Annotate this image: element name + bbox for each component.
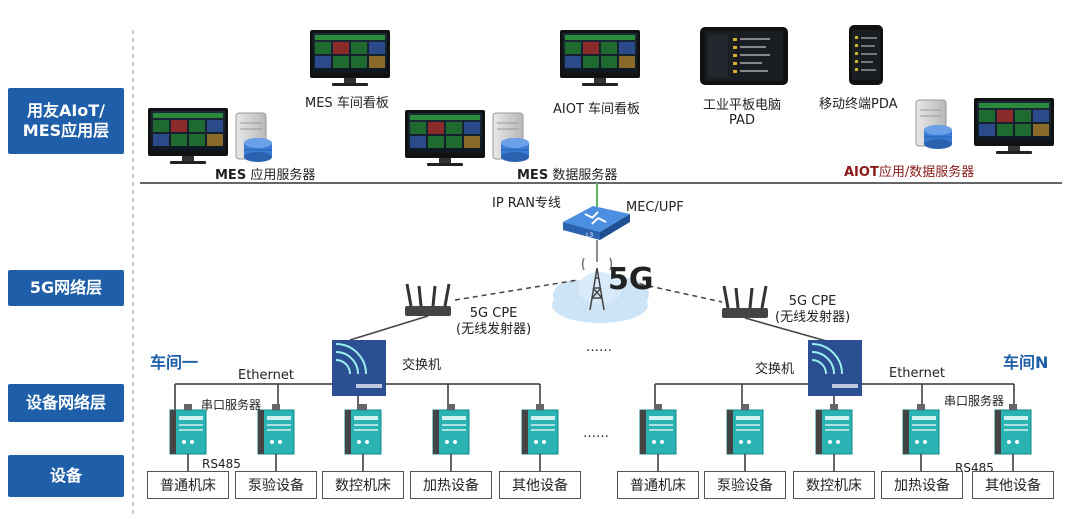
layer-label-device: 设备: [8, 455, 124, 497]
cpe-left-label: 5G CPE(无线发射器): [456, 306, 532, 337]
monitor-icon: [560, 30, 640, 86]
fiveg-label: 5G: [608, 262, 654, 297]
device-box: 数控机床: [322, 471, 404, 499]
mes-data-server-label: MES 数据服务器: [517, 168, 618, 183]
device-box: 加热设备: [410, 471, 492, 499]
server-icon: [235, 112, 273, 163]
serial-server-right-label: 串口服务器: [944, 394, 1005, 408]
mec-label: MEC/UPF: [626, 200, 684, 215]
tablet-icon: [700, 27, 788, 85]
layer-label-app: 用友AIoT/MES应用层: [8, 88, 124, 154]
server-icon: [492, 112, 530, 163]
rs485-left-label: RS485: [202, 457, 241, 471]
monitor-icon: [974, 98, 1054, 154]
pda-label: 移动终端PDA: [819, 97, 898, 112]
serial-server-left-label: 串口服务器: [201, 398, 262, 412]
monitor-icon: [405, 110, 485, 166]
serial-module-icon: [432, 403, 470, 455]
ellipsis-network: ……: [586, 340, 612, 355]
aiot-board-label: AIOT 车间看板: [553, 102, 641, 117]
switch-left-label: 交换机: [402, 358, 442, 373]
aiot-server-label: AIOT应用/数据服务器: [844, 165, 975, 180]
serial-module-icon: [994, 403, 1032, 455]
router-icon: [563, 206, 630, 240]
serial-module-icon: [639, 403, 677, 455]
serial-module-icon: [521, 403, 559, 455]
device-box: 其他设备: [972, 471, 1054, 499]
cpe-icon: [403, 282, 453, 318]
cpe-right-label: 5G CPE(无线发射器): [775, 294, 851, 325]
ethernet-right-label: Ethernet: [889, 366, 945, 381]
serial-module-icon: [726, 403, 764, 455]
serial-module-icon: [257, 403, 295, 455]
device-box: 普通机床: [617, 471, 699, 499]
serial-module-icon: [344, 403, 382, 455]
monitor-icon: [148, 108, 228, 164]
monitor-icon: [310, 30, 390, 86]
device-box: 其他设备: [499, 471, 581, 499]
ip-ran-label: IP RAN专线: [492, 196, 561, 211]
ethernet-left-label: Ethernet: [238, 368, 294, 383]
device-box: 泵验设备: [235, 471, 317, 499]
switch-icon: [331, 339, 387, 397]
device-box: 泵验设备: [704, 471, 786, 499]
layer-label-5g: 5G网络层: [8, 270, 124, 306]
mes-app-server-label: MES 应用服务器: [215, 168, 316, 183]
layer-label-device-network: 设备网络层: [8, 384, 124, 422]
switch-icon: [807, 339, 863, 397]
svg-text:L3: L3: [586, 232, 593, 239]
device-box: 普通机床: [147, 471, 229, 499]
workshop-left-title: 车间一: [150, 353, 199, 372]
ellipsis-devices: ……: [583, 426, 609, 441]
device-box: 数控机床: [793, 471, 875, 499]
switch-right-label: 交换机: [755, 362, 795, 377]
cpe-icon: [720, 284, 770, 320]
server-icon: [915, 99, 953, 150]
phone-icon: [849, 25, 883, 85]
mes-board-label: MES 车间看板: [305, 96, 389, 111]
cloud-icon: [552, 272, 649, 323]
workshop-right-title: 车间N: [1003, 353, 1049, 372]
serial-module-icon: [815, 403, 853, 455]
tower-icon: [581, 257, 613, 311]
device-box: 加热设备: [881, 471, 963, 499]
serial-module-icon: [902, 403, 940, 455]
